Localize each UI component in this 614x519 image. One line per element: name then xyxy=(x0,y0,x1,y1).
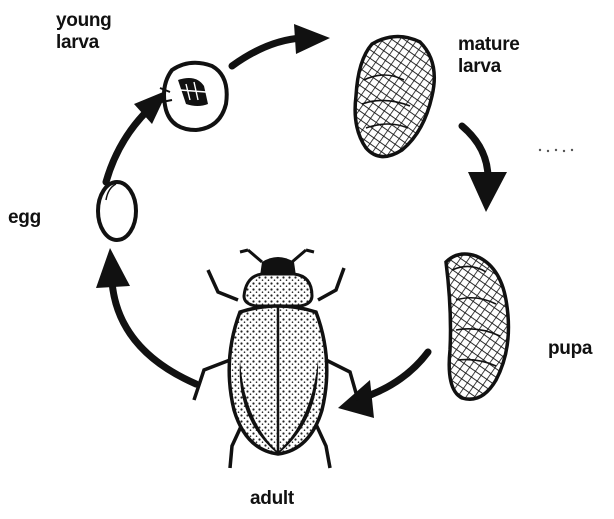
arrow-adult-to-egg xyxy=(96,248,196,384)
label-mature-larva: mature larva xyxy=(458,34,520,78)
pupa-drawing xyxy=(446,254,508,399)
arrow-pupa-to-adult xyxy=(338,352,428,418)
mature-larva-drawing xyxy=(355,36,434,156)
egg-drawing xyxy=(98,182,136,240)
arrow-mature-to-pupa xyxy=(462,126,507,212)
label-young-larva: young larva xyxy=(56,10,112,54)
arrow-young-to-mature xyxy=(232,24,330,66)
label-egg: egg xyxy=(8,207,41,229)
speckle-marks xyxy=(539,149,573,152)
adult-beetle-drawing xyxy=(194,250,358,468)
label-adult: adult xyxy=(250,488,294,510)
arrow-egg-to-young xyxy=(106,90,168,182)
young-larva-drawing xyxy=(160,63,227,130)
label-pupa: pupa xyxy=(548,338,592,360)
